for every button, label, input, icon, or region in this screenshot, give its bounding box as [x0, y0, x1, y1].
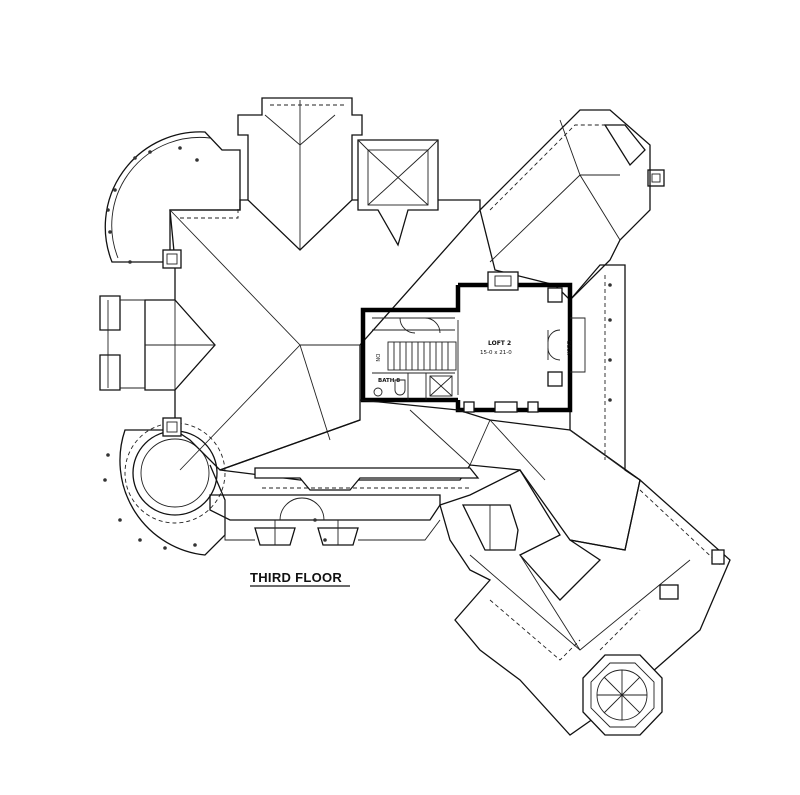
upper-left-semicircle-roof — [104, 131, 241, 263]
stair-label: DN — [374, 354, 380, 362]
north-gable-roof — [237, 97, 363, 251]
chimney-posts — [162, 169, 665, 437]
floor-caption: THIRD FLOOR — [250, 570, 342, 585]
northeast-wing-roof — [479, 109, 651, 301]
loft-dimensions: 15-0 x 21-0 — [480, 350, 512, 356]
west-dormers — [99, 295, 216, 391]
southeast-wing-roof — [439, 469, 731, 736]
deck-label: DECK — [565, 341, 571, 356]
west-hip-roof — [169, 199, 481, 471]
north-cupola — [357, 139, 439, 247]
loft-label: LOFT 2 — [488, 340, 511, 347]
bath-label: BATH 8 — [378, 378, 400, 384]
south-porch — [209, 494, 441, 546]
eave-dots — [103, 146, 612, 550]
lower-left-turret-roof — [119, 422, 226, 556]
loft-walls — [360, 271, 586, 413]
stair — [387, 341, 457, 371]
east-roof — [569, 264, 641, 481]
octagonal-gazebo-roof — [582, 654, 663, 736]
